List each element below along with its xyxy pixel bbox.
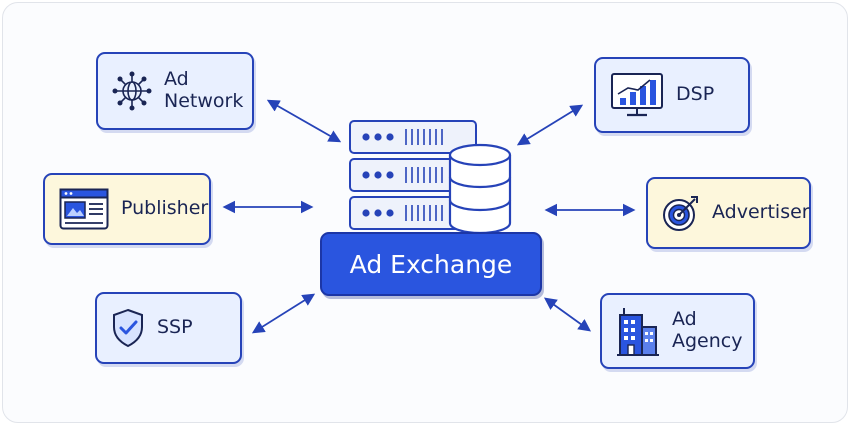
ad-exchange-hub: Ad Exchange bbox=[320, 232, 542, 296]
node-advertiser: Advertiser bbox=[646, 177, 811, 249]
node-label: SSP bbox=[157, 316, 193, 339]
connector-layer bbox=[222, 99, 636, 334]
node-dsp: DSP bbox=[594, 57, 750, 133]
node-label: Ad Agency bbox=[672, 308, 743, 352]
arrow-ad-network-exchange bbox=[266, 99, 342, 143]
office-building-icon bbox=[616, 305, 660, 357]
node-label: Publisher bbox=[121, 197, 209, 220]
node-ad-network: Ad Network bbox=[96, 52, 254, 130]
network-globe-icon bbox=[112, 71, 152, 111]
shield-check-icon bbox=[111, 308, 145, 348]
node-publisher: Publisher bbox=[43, 173, 211, 245]
node-label: Ad Network bbox=[164, 68, 244, 112]
node-label: DSP bbox=[676, 83, 715, 106]
node-label: Advertiser bbox=[712, 201, 810, 224]
monitor-chart-icon bbox=[610, 72, 664, 118]
node-ad-agency: Ad Agency bbox=[600, 293, 755, 369]
arrow-ssp-exchange bbox=[251, 293, 316, 334]
ad-exchange-label: Ad Exchange bbox=[349, 249, 513, 279]
node-ssp: SSP bbox=[95, 292, 242, 364]
target-icon bbox=[662, 194, 700, 232]
web-page-icon bbox=[59, 188, 109, 230]
arrow-ad-agency-exchange bbox=[543, 297, 592, 332]
arrow-dsp-exchange bbox=[516, 104, 584, 146]
server-stack-icon bbox=[348, 119, 518, 243]
